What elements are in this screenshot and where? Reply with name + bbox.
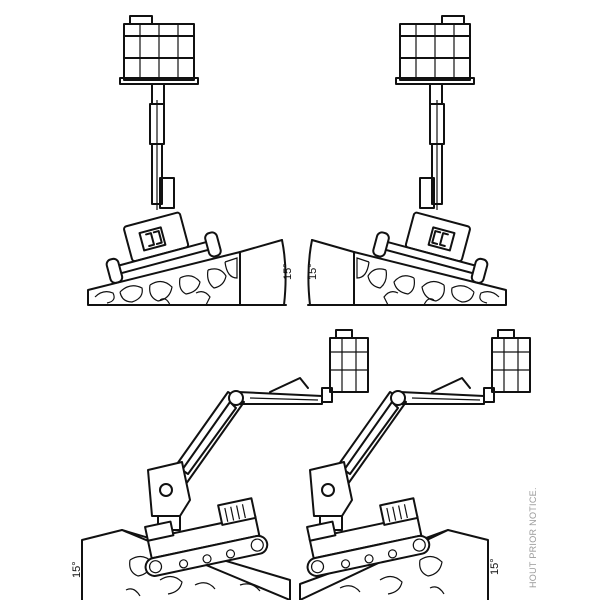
angle-label: 15° (489, 558, 501, 575)
boom-lift-right-slope (296, 329, 531, 600)
angle-label: 15° (71, 561, 83, 578)
angle-label: 15° (282, 263, 294, 280)
angle-label: 15° (307, 263, 319, 280)
boom-lift-left-slope (81, 329, 369, 600)
mast-lift-right-slope (307, 15, 507, 306)
mast-lift-left-slope (87, 15, 287, 306)
side-note: HOUT PRIOR NOTICE. (528, 487, 538, 588)
